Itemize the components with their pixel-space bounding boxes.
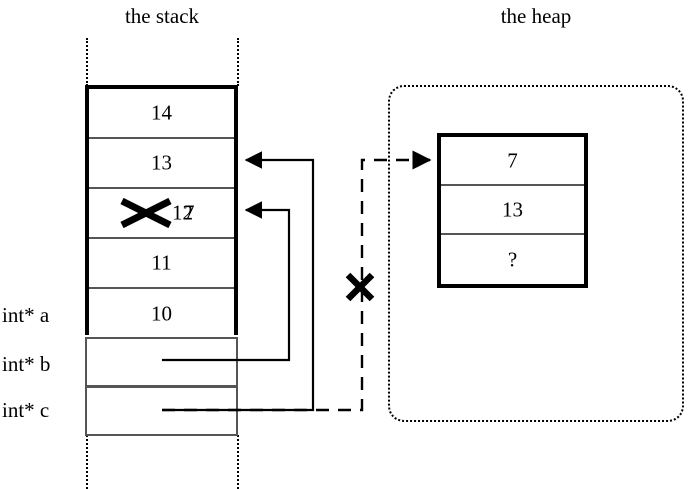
- variable-label-b: int* b: [2, 352, 51, 376]
- stack-cell: 10: [89, 289, 234, 339]
- stack-cell-old-value: 12: [172, 200, 193, 225]
- stack-cell-value: 13: [151, 150, 172, 175]
- heap-title: the heap: [500, 4, 572, 28]
- stack-title: the stack: [124, 4, 200, 28]
- stack-cell: 13: [89, 139, 234, 189]
- heap-cell: ?: [441, 235, 584, 284]
- stack-cell-value: 10: [151, 301, 172, 326]
- heap-region: [388, 85, 684, 422]
- heap-block: 7 13 ?: [437, 133, 588, 288]
- stack-cell-value: 14: [151, 100, 172, 125]
- stack-cell-value: 11: [151, 250, 172, 275]
- variable-label-c: int* c: [2, 398, 50, 422]
- heap-cell-value: 13: [502, 197, 523, 221]
- stack-guide-bottom-right: [237, 435, 239, 489]
- stack-cell: 14: [89, 89, 234, 139]
- heap-cell-value: 7: [507, 148, 518, 172]
- stack-guide-top-right: [237, 38, 239, 86]
- variable-label-a: int* a: [2, 303, 50, 327]
- stack-guide-top-left: [86, 38, 88, 86]
- invalid-pointer-x-icon: [345, 272, 375, 302]
- pointer-wire-c-to-stack-slot: [162, 151, 315, 412]
- pointer-wire-b-to-stack-slot: [162, 201, 291, 362]
- heap-cell-value: ?: [507, 247, 518, 271]
- stack-cell-new-value: 7: [184, 200, 195, 225]
- heap-cell: 7: [441, 137, 584, 186]
- heap-cell: 13: [441, 186, 584, 235]
- stack-frame: 14 13 12 7 11 10: [85, 85, 238, 339]
- pointer-wire-c-to-heap: [162, 150, 432, 412]
- stack-guide-bottom-left: [86, 435, 88, 489]
- stack-cell: 11: [89, 239, 234, 289]
